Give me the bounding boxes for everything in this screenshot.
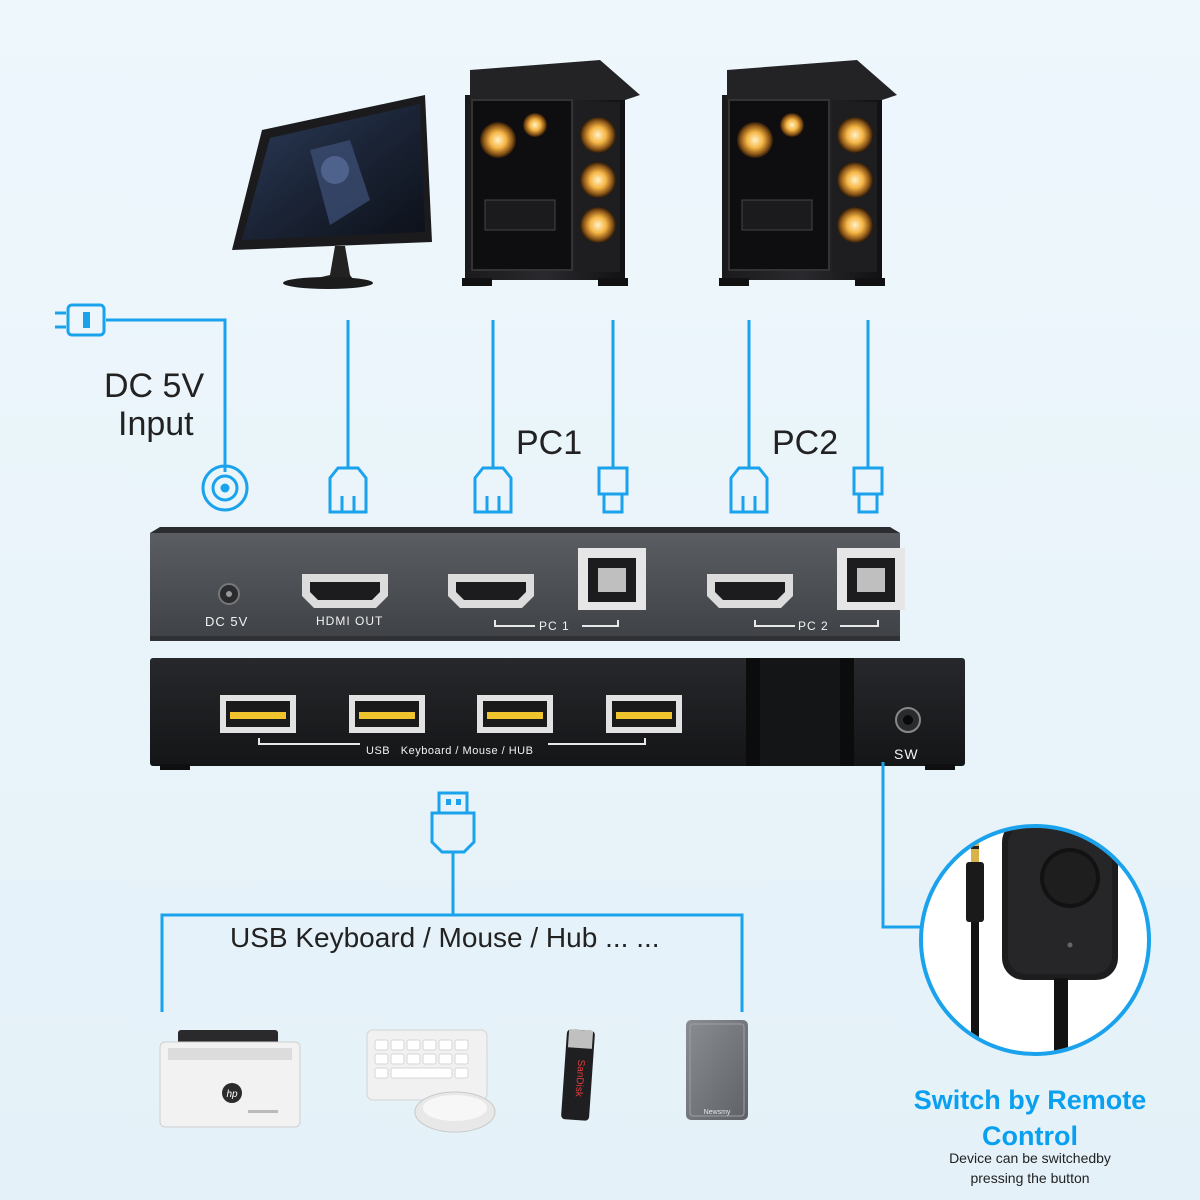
remote-subtitle: Device can be switchedby pressing the bu…	[900, 1148, 1160, 1188]
svg-text:hp: hp	[226, 1089, 238, 1100]
pc1-usb-connector-icon	[597, 466, 629, 496]
power-plug-icon	[66, 303, 106, 337]
remote-title-line2: Control	[982, 1121, 1078, 1151]
front-usb-label: USB Keyboard / Mouse / HUB	[366, 745, 534, 757]
hdmi-out-connector-icon	[328, 466, 368, 514]
svg-text:SanDisk: SanDisk	[573, 1059, 587, 1098]
remote-title: Switch by Remote Control	[880, 1082, 1180, 1154]
dc-jack-icon	[201, 464, 249, 512]
usb-a-connector-icon	[430, 811, 476, 854]
kvm-front-panel	[150, 658, 965, 770]
pc1-label: PC1	[516, 424, 583, 462]
remote-title-line1: Switch by Remote	[913, 1085, 1147, 1115]
usb-a-connector-top-icon	[437, 791, 469, 815]
external-hdd-illustration: Newsmy	[686, 1020, 748, 1120]
back-pc1-label: PC 1	[539, 619, 570, 633]
pc1-tower-illustration	[462, 60, 640, 286]
printer-illustration: hp	[159, 1030, 301, 1128]
remote-control-illustration	[919, 824, 1151, 1056]
back-hdmi-out-label: HDMI OUT	[316, 614, 384, 628]
svg-text:Newsmy: Newsmy	[704, 1109, 731, 1116]
monitor-illustration	[232, 95, 432, 289]
kvm-back-panel	[150, 527, 905, 641]
dc-power-cable	[106, 318, 227, 472]
back-pc2-label: PC 2	[798, 619, 829, 633]
usb-device-bus	[160, 913, 744, 1012]
usb-devices-label: USB Keyboard / Mouse / Hub ... ...	[230, 922, 660, 953]
pc2-usb-connector-icon	[852, 466, 884, 496]
remote-subtitle-line2: pressing the button	[970, 1170, 1090, 1186]
pc2-tower-illustration	[719, 60, 897, 286]
remote-subtitle-line1: Device can be switchedby	[949, 1150, 1111, 1166]
pc1-hdmi-connector-icon	[473, 466, 513, 514]
power-plug-prongs	[55, 311, 66, 329]
pc2-hdmi-connector-icon	[729, 466, 769, 514]
remote-cable	[881, 762, 932, 929]
dc-input-label-line1: DC 5V	[104, 367, 205, 405]
front-sw-label: SW	[894, 746, 919, 762]
dc-input-label-line2: Input	[118, 405, 194, 443]
top-cables	[55, 303, 884, 514]
back-dc-label: DC 5V	[205, 614, 249, 629]
keyboard-mouse-illustration	[366, 1029, 496, 1133]
bottom-cables	[160, 762, 932, 1012]
usb-flash-drive-illustration: SanDisk	[561, 1029, 595, 1121]
pc2-label: PC2	[772, 424, 839, 462]
